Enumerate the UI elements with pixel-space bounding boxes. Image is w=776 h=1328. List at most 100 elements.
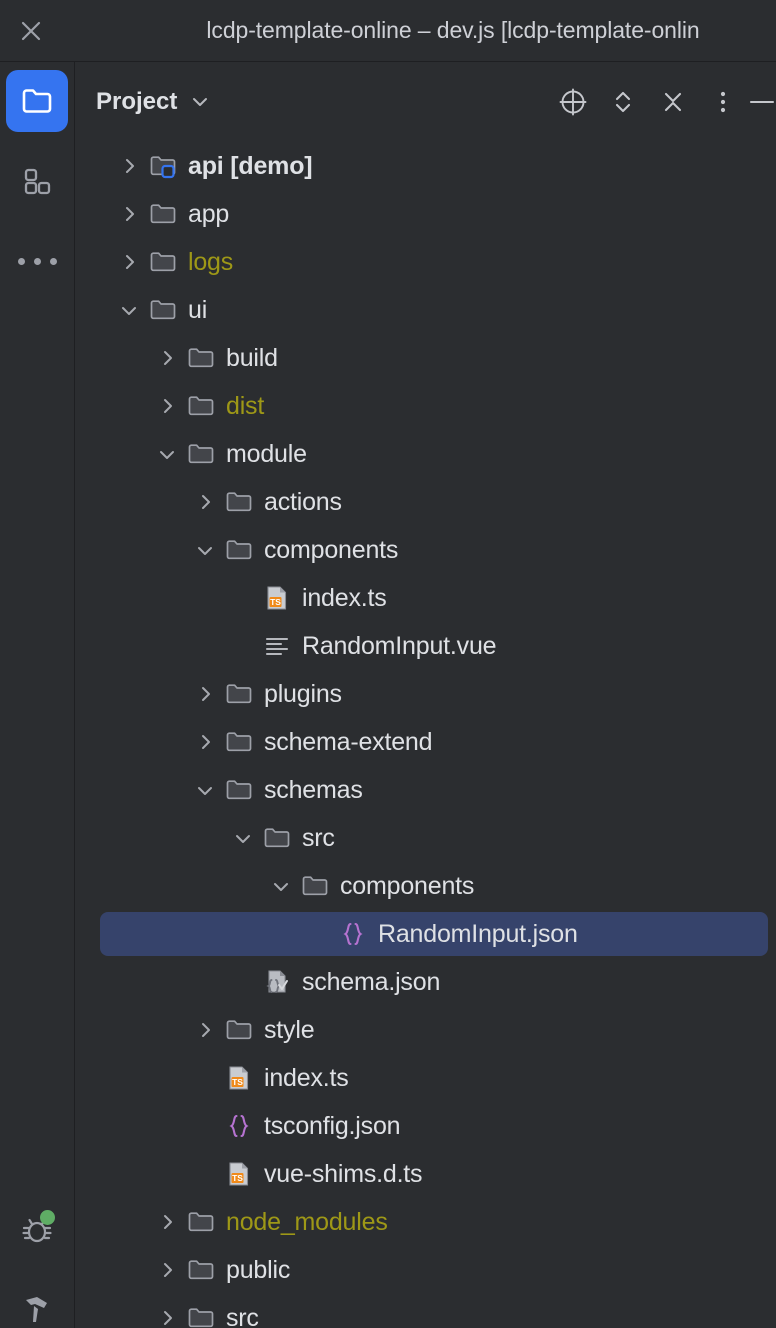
tree-expand-toggle[interactable] — [190, 679, 220, 709]
select-opened-file-button[interactable] — [548, 77, 598, 127]
tree-expand-toggle[interactable] — [114, 295, 144, 325]
typescript-file-icon: TS — [267, 586, 287, 610]
folder-icon — [226, 780, 252, 800]
folder-icon — [22, 89, 52, 113]
tree-row-icon — [148, 247, 178, 277]
folder-icon — [188, 348, 214, 368]
tree-row[interactable]: schemas — [76, 766, 776, 814]
chevron-down-icon — [122, 307, 136, 315]
tree-row-icon: TS — [224, 1159, 254, 1189]
project-panel-header: Project — [76, 62, 776, 142]
tree-expand-toggle[interactable] — [228, 823, 258, 853]
tree-row-label: RandomInput.json — [378, 919, 578, 948]
tree-row-icon: TS — [224, 1063, 254, 1093]
tree-row[interactable]: schema-extend — [76, 718, 776, 766]
chevron-down-icon — [193, 98, 208, 106]
folder-icon — [150, 252, 176, 272]
expand-collapse-button[interactable] — [598, 77, 648, 127]
tree-row-icon — [148, 199, 178, 229]
tree-expand-toggle[interactable] — [190, 487, 220, 517]
tree-expand-toggle[interactable] — [190, 1015, 220, 1045]
folder-icon — [150, 204, 176, 224]
tree-row-icon — [148, 151, 178, 181]
tree-expand-toggle[interactable] — [190, 775, 220, 805]
crosshair-target-icon — [559, 88, 587, 116]
chevron-right-icon — [202, 687, 210, 701]
tree-row-label: app — [188, 199, 230, 228]
tree-row[interactable]: dist — [76, 382, 776, 430]
tree-row[interactable]: module — [76, 430, 776, 478]
chevron-updown-icon — [615, 91, 631, 113]
tree-row[interactable]: api [demo] — [76, 142, 776, 190]
tree-row-label: public — [226, 1255, 291, 1284]
chevron-right-icon — [164, 1215, 172, 1229]
project-view-dropdown[interactable] — [189, 91, 211, 113]
tree-row[interactable]: node_modules — [76, 1198, 776, 1246]
tree-expand-toggle[interactable] — [152, 439, 182, 469]
folder-icon — [188, 1260, 214, 1280]
tree-row-label: schema-extend — [264, 727, 433, 756]
tree-row-label: ui — [188, 295, 208, 324]
tree-row-icon — [186, 343, 216, 373]
tree-expand-toggle[interactable] — [190, 727, 220, 757]
tree-row[interactable]: app — [76, 190, 776, 238]
tree-expand-toggle[interactable] — [190, 535, 220, 565]
close-icon — [21, 21, 41, 40]
tree-row[interactable]: components — [76, 862, 776, 910]
svg-text:TS: TS — [232, 1173, 243, 1183]
close-window-button[interactable] — [0, 0, 62, 62]
sidebar-item-more[interactable] — [6, 230, 68, 292]
svg-text:TS: TS — [232, 1077, 243, 1087]
window-title: lcdp-template-online – dev.js [lcdp-temp… — [206, 17, 700, 43]
tree-expand-toggle[interactable] — [152, 1303, 182, 1328]
tree-row[interactable]: src — [76, 814, 776, 862]
folder-icon — [188, 396, 214, 416]
folder-icon — [150, 300, 176, 320]
sidebar-item-commit[interactable] — [6, 150, 68, 212]
tree-expand-toggle[interactable] — [266, 871, 296, 901]
tree-expand-toggle[interactable] — [114, 199, 144, 229]
tree-row[interactable]: tsconfig.json — [76, 1102, 776, 1150]
tree-row[interactable]: RandomInput.json — [76, 910, 776, 958]
chevron-down-icon — [198, 787, 212, 795]
tree-expand-toggle[interactable] — [114, 247, 144, 277]
chevron-right-icon — [164, 399, 172, 413]
options-menu-button[interactable] — [698, 77, 748, 127]
tree-row[interactable]: ui — [76, 286, 776, 334]
tree-row[interactable]: RandomInput.vue — [76, 622, 776, 670]
sidebar-item-build[interactable] — [6, 1278, 68, 1328]
tree-expand-toggle[interactable] — [152, 1255, 182, 1285]
folder-icon — [188, 1308, 214, 1328]
tree-row[interactable]: actions — [76, 478, 776, 526]
tree-expand-toggle[interactable] — [152, 343, 182, 373]
chevron-right-icon — [164, 351, 172, 365]
page-title[interactable]: Project — [96, 88, 178, 115]
tree-row[interactable]: public — [76, 1246, 776, 1294]
tree-row[interactable]: plugins — [76, 670, 776, 718]
tree-expand-toggle[interactable] — [114, 151, 144, 181]
tree-row[interactable]: build — [76, 334, 776, 382]
hide-panel-button[interactable] — [748, 77, 776, 127]
project-file-tree[interactable]: api [demo] app logs ui build dist module — [76, 142, 776, 1328]
chevron-right-icon — [202, 495, 210, 509]
tree-row-icon — [186, 1303, 216, 1328]
tree-row[interactable]: style — [76, 1006, 776, 1054]
chevron-right-icon — [126, 159, 134, 173]
chevron-right-icon — [126, 255, 134, 269]
tree-row[interactable]: logs — [76, 238, 776, 286]
tree-row[interactable]: components — [76, 526, 776, 574]
tree-expand-toggle[interactable] — [152, 1207, 182, 1237]
tree-row-label: build — [226, 343, 278, 372]
folder-icon — [188, 1212, 214, 1232]
tree-expand-toggle[interactable] — [152, 391, 182, 421]
sidebar-item-debug[interactable] — [6, 1198, 68, 1260]
tree-row[interactable]: src — [76, 1294, 776, 1328]
tree-row[interactable]: schema.json — [76, 958, 776, 1006]
chevron-right-icon — [202, 735, 210, 749]
sidebar-item-project[interactable] — [6, 70, 68, 132]
tree-row-label: components — [264, 535, 399, 564]
collapse-all-button[interactable] — [648, 77, 698, 127]
